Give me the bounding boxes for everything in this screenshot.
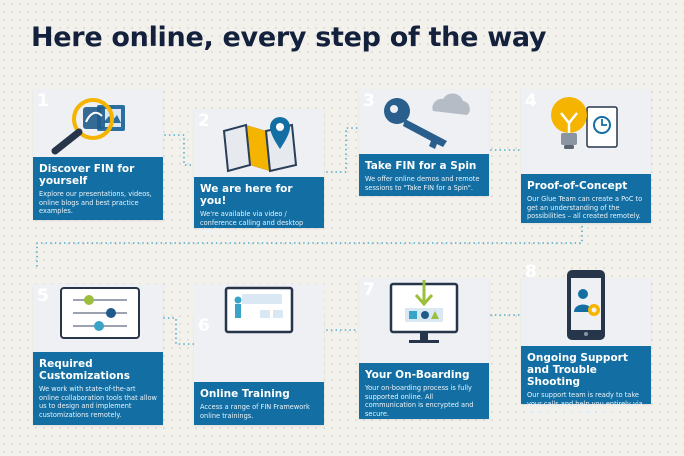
step-number-4: 4	[525, 91, 537, 111]
connector-4-5	[36, 221, 583, 271]
step-text-8: Our support team is ready to take your c…	[527, 391, 643, 417]
step-text-3: We offer online demos and remote session…	[365, 175, 480, 192]
magnifier-icon	[51, 98, 125, 155]
step-card-1: 1 Discover FIN for yourself Explore our …	[33, 89, 163, 220]
step-illustration-5: 5	[33, 284, 163, 352]
step-card-6: 6 Online Training Access a range of FIN …	[194, 284, 324, 425]
step-illustration-3: 3	[359, 89, 489, 154]
connector-1-2	[164, 134, 197, 166]
step-text-5: We work with state-of-the-art online col…	[39, 385, 157, 419]
step-number-3: 3	[363, 91, 375, 111]
step-heading-1: Discover FIN for yourself	[39, 163, 135, 187]
lightbulb-icon	[551, 97, 618, 149]
key-cloud-icon	[384, 93, 470, 149]
connector-5-6	[163, 317, 195, 345]
step-panel-2: We are here for you! We're available via…	[194, 177, 324, 235]
step-illustration-4: 4	[521, 89, 651, 174]
step-text-4: Our Glue Team can create a PoC to get an…	[527, 195, 643, 221]
step-illustration-8: 8	[521, 262, 651, 346]
step-text-7: Your on-boarding process is fully suppor…	[365, 384, 474, 418]
step-heading-5: Required Customizations	[39, 358, 130, 382]
step-card-8: 8 Ongoing Support and Trouble Shooting O…	[521, 262, 651, 416]
connector-2-3	[326, 127, 359, 173]
step-heading-7: Your On-Boarding	[365, 369, 470, 381]
step-heading-8: Ongoing Support and Trouble Shooting	[527, 352, 628, 388]
sliders-icon	[60, 287, 140, 339]
step-illustration-7: 7	[359, 278, 489, 363]
step-heading-6: Online Training	[200, 388, 290, 400]
step-panel-4: Proof-of-Concept Our Glue Team can creat…	[521, 174, 651, 223]
step-number-6: 6	[198, 316, 210, 336]
step-text-6: Access a range of FIN Framework online t…	[200, 403, 310, 420]
step-heading-2: We are here for you!	[200, 183, 293, 207]
step-illustration-2: 2	[194, 109, 324, 177]
step-card-7: 7 Your On-Boarding Your on-boarding proc…	[359, 278, 489, 419]
step-text-2: We're available via video / conference c…	[200, 210, 304, 236]
step-illustration-6: 6	[194, 284, 324, 382]
phone-support-icon	[567, 270, 605, 340]
step-heading-3: Take FIN for a Spin	[365, 160, 477, 172]
step-number-1: 1	[37, 91, 49, 111]
step-card-2: 2 We are here for you! We're available v…	[194, 109, 324, 235]
step-text-1: Explore our presentations, videos, onlin…	[39, 190, 152, 216]
presentation-monitor-icon	[224, 286, 294, 334]
step-panel-7: Your On-Boarding Your on-boarding proces…	[359, 363, 489, 419]
step-illustration-1: 1	[33, 89, 163, 157]
page-title: Here online, every step of the way	[31, 22, 547, 53]
step-panel-6: Online Training Access a range of FIN Fr…	[194, 382, 324, 425]
map-pin-icon	[222, 117, 298, 173]
step-panel-8: Ongoing Support and Trouble Shooting Our…	[521, 346, 651, 416]
step-panel-1: Discover FIN for yourself Explore our pr…	[33, 157, 163, 220]
step-number-7: 7	[363, 280, 375, 300]
step-panel-3: Take FIN for a Spin We offer online demo…	[359, 154, 489, 196]
step-card-3: 3 Take FIN for a Spin We offer online de…	[359, 89, 489, 196]
step-heading-4: Proof-of-Concept	[527, 180, 628, 192]
step-card-4: 4 Proof-of-Concept Our Glue Team can cre…	[521, 89, 651, 223]
step-panel-5: Required Customizations We work with sta…	[33, 352, 163, 425]
step-number-2: 2	[198, 111, 210, 131]
step-card-5: 5 Required Customizations We work with s…	[33, 284, 163, 425]
step-number-5: 5	[37, 286, 49, 306]
step-number-8: 8	[525, 262, 537, 282]
download-monitor-icon	[389, 280, 459, 343]
